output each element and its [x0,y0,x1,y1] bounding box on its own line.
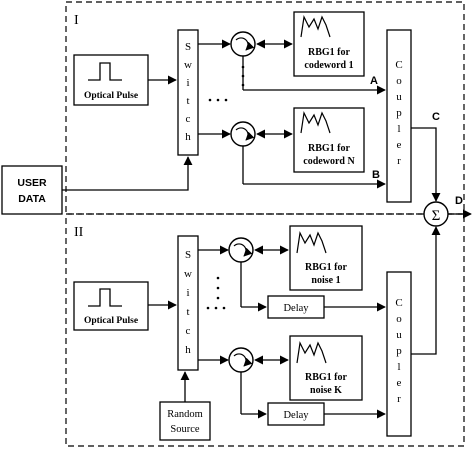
delay-1-label: Delay [283,303,309,314]
user-data-line2: DATA [18,193,46,205]
optical-pulse-source-1: Optical Pulse [73,54,149,106]
grating-noise-1-line2: noise 1 [311,275,340,286]
switch-2-letter: i [186,287,189,299]
coupler-2-letter: p [396,345,402,357]
user-data-box: USER DATA [1,165,63,215]
coupler-1-letter: e [397,139,402,151]
circulator-icon [230,121,256,147]
coupler-1-letter: C [395,59,402,71]
signal-label-a: A [370,75,378,87]
random-source-box: Random Source [159,401,211,441]
grating-noise-k-line1: RBG1 for [305,372,348,383]
circulator-icon [230,31,256,57]
combiner-symbol: Σ [432,208,441,224]
switch-2-letter: w [184,268,192,280]
switch-1-letter: c [186,113,191,125]
grating-spectrum-icon [296,341,327,364]
coupler-1-letter: l [397,123,400,135]
grating-codeword-1: RBG1 for codeword 1 [293,11,365,77]
grating-noise-1-line1: RBG1 for [305,262,348,273]
grating-codeword-n: RBG1 for codeword N [293,107,365,173]
grating-codeword-1-line1: RBG1 for [308,47,351,58]
grating-noise-1: RBG1 for noise 1 [289,225,363,291]
switch-2-letter: S [185,249,191,261]
switch-2-letter: t [186,306,189,318]
switch-1-letter: h [185,131,191,143]
delay-line-2: Delay [267,402,325,426]
section-two-frame [65,213,465,447]
grating-codeword-n-line2: codeword N [303,156,355,167]
section-one-frame [65,1,465,215]
grating-noise-k: RBG1 for noise K [289,335,363,401]
grating-spectrum-icon [296,231,327,254]
coupler-2-letter: r [397,393,401,405]
grating-spectrum-icon [300,15,331,38]
coupler-1: C o u p l e r [386,29,412,203]
pulse-icon [88,288,122,307]
coupler-1-letter: o [396,75,402,87]
coupler-1-letter: p [396,107,402,119]
coupler-2-letter: e [397,377,402,389]
coupler-1-letter: u [396,91,402,103]
optical-pulse-source-2: Optical Pulse [73,281,149,331]
switch-1-letter: S [185,41,191,53]
delay-line-1: Delay [267,295,325,319]
switch-2: S w i t c h [177,235,199,371]
switch-2-letter: c [186,325,191,337]
coupler-2-letter: l [397,361,400,373]
grating-codeword-n-line1: RBG1 for [308,143,351,154]
grating-noise-k-line2: noise K [310,385,342,396]
signal-label-c: C [432,111,440,123]
optical-pulse-label-2: Optical Pulse [84,316,138,326]
switch-2-letter: h [185,344,191,356]
signal-label-b: B [372,169,380,181]
circulator-icon [228,347,254,373]
switch-1: S w i t c h [177,29,199,156]
coupler-2: C o u p l e r [386,271,412,437]
coupler-2-letter: C [395,297,402,309]
grating-codeword-1-line2: codeword 1 [304,60,353,71]
coupler-1-letter: r [397,155,401,167]
switch-1-letter: t [186,95,189,107]
optical-pulse-label-1: Optical Pulse [84,91,138,101]
section-two-label: II [74,225,84,240]
pulse-icon [88,62,122,81]
delay-2-label: Delay [283,410,309,421]
coupler-2-letter: o [396,313,402,325]
user-data-line1: USER [17,177,47,189]
switch-1-letter: w [184,59,192,71]
section-one-label: I [74,13,79,28]
circulator-icon [228,237,254,263]
random-source-line1: Random [167,409,203,420]
output-label-d: D [455,195,463,207]
random-source-line2: Source [170,424,199,435]
grating-spectrum-icon [300,111,331,134]
coupler-2-letter: u [396,329,402,341]
switch-1-letter: i [186,77,189,89]
